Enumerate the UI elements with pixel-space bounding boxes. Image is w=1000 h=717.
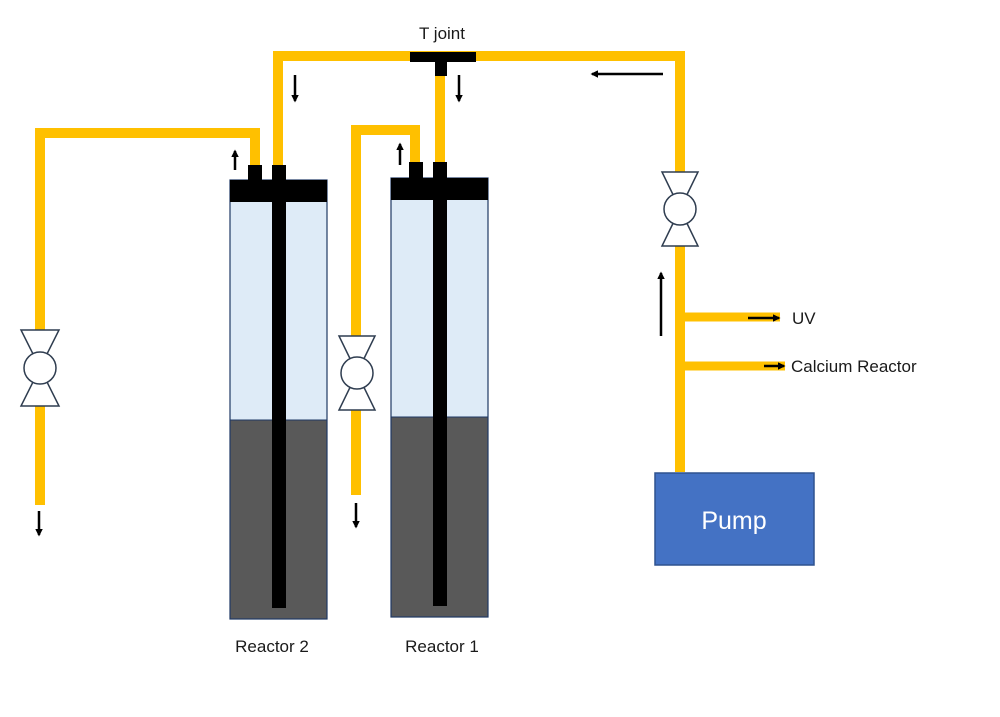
flow-arrows [35,70,786,537]
pipes [35,51,785,505]
reactor-2-outlet-fitting [248,165,262,182]
reactor-1 [390,162,489,618]
valve-icon[interactable] [337,335,377,411]
valve-icon[interactable] [660,171,700,247]
reactor-1-outlet-fitting [409,162,423,180]
valve-icon[interactable] [19,329,61,407]
reactor-2-inlet-fitting [272,165,286,182]
pump-label: Pump [701,507,766,535]
pipe-reactor-1-outlet [351,125,420,495]
calcium-reactor-label: Calcium Reactor [791,357,917,376]
t-joint-label: T joint [419,24,465,43]
pipe-main-line [273,51,685,472]
reactor-2 [229,165,328,620]
reactor-1-inlet-fitting [433,162,447,180]
reactor-2-dip-tube [272,180,286,608]
uv-label: UV [792,309,816,328]
t-joint [410,52,476,76]
reactor-1-dip-tube [433,178,447,606]
pipe-reactor-2-outlet [35,128,260,505]
reactor-2-label: Reactor 2 [235,637,309,656]
pump: Pump [654,472,815,566]
reactor-1-label: Reactor 1 [405,637,479,656]
pump-box [654,472,815,566]
